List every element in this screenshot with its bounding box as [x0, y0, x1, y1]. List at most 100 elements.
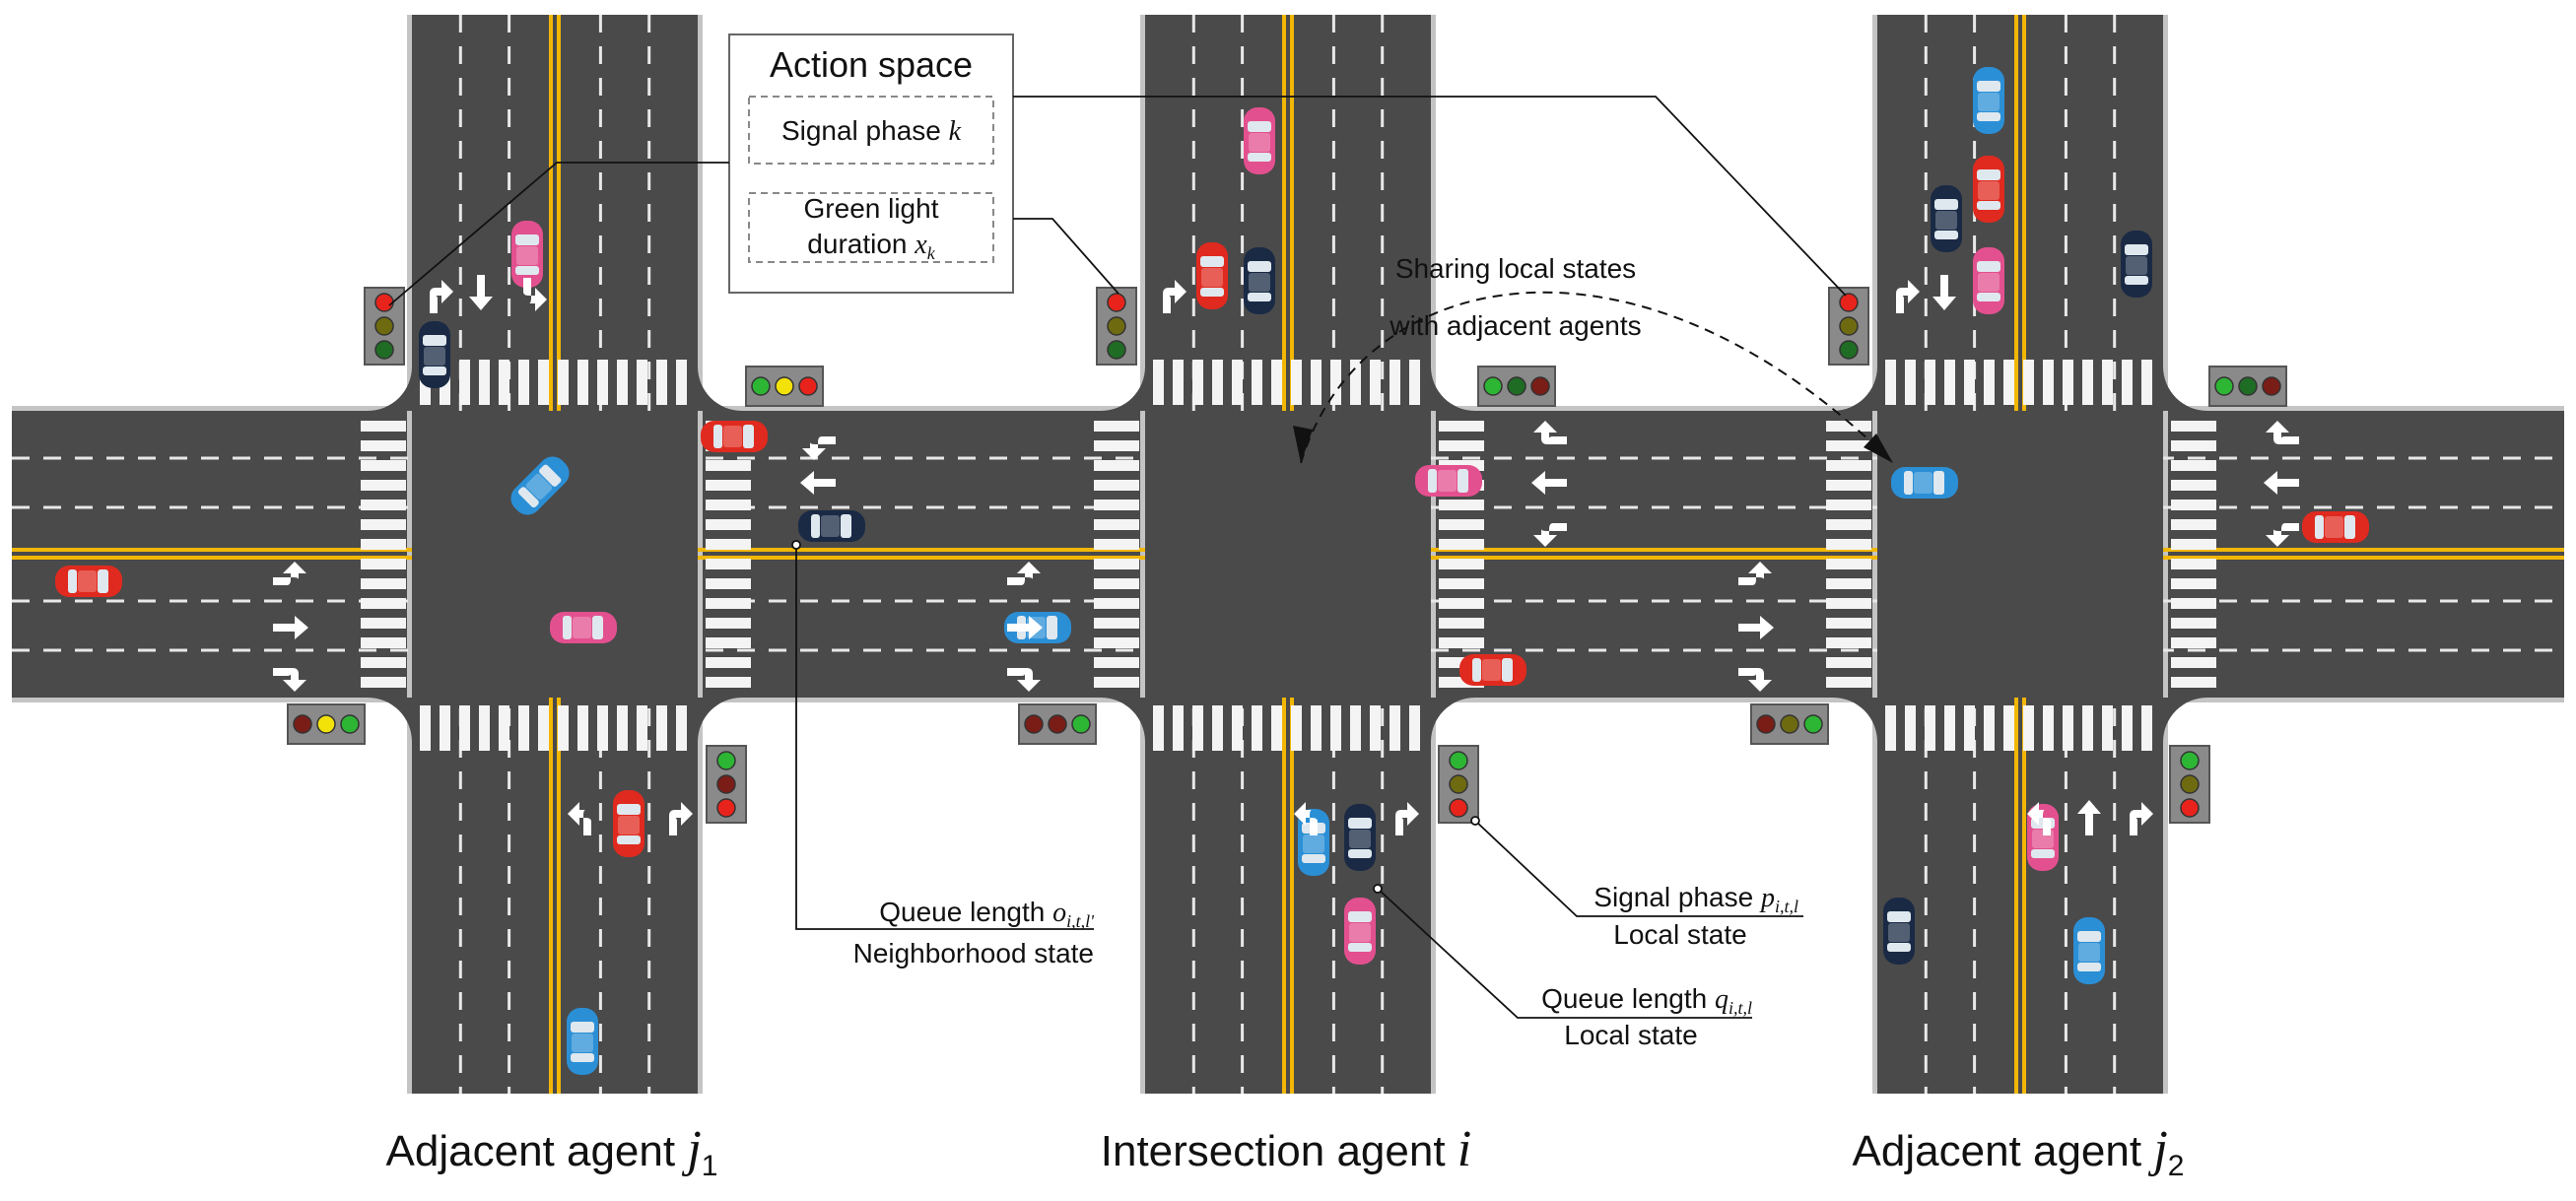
connector-to-center-light [1013, 218, 1119, 295]
crosswalk-stripe [1094, 539, 1139, 550]
car [55, 566, 122, 597]
lane-arrow [1007, 616, 1043, 639]
crosswalk-stripe [361, 578, 406, 589]
crosswalk-stripe [1212, 705, 1223, 751]
agent-caption-i: Intersection agent i [1101, 1121, 1471, 1177]
lane-arrow [2266, 421, 2299, 444]
traffic-light [287, 703, 366, 745]
car [1891, 467, 1958, 499]
lane-arrow [1533, 421, 1567, 444]
crosswalk-stripe [2082, 705, 2093, 751]
crosswalk-stripe [2171, 657, 2216, 668]
crosswalk-stripe [459, 360, 470, 405]
crosswalk-stripe [361, 500, 406, 510]
car [1883, 898, 1915, 965]
crosswalk-stripe [706, 559, 751, 569]
crosswalk-stripe [558, 360, 569, 405]
car [2121, 231, 2152, 298]
lane-arrow [568, 802, 591, 835]
crosswalk-stripe [2023, 705, 2034, 751]
lane-arrow [1738, 616, 1774, 639]
crosswalk-stripe [1826, 421, 1871, 432]
crosswalk-stripe [558, 705, 569, 751]
crosswalk-stripe [1885, 360, 1896, 405]
crosswalk-stripe [459, 705, 470, 751]
car [1298, 809, 1329, 876]
crosswalk-stripe [706, 637, 751, 648]
crosswalk-stripe [1271, 705, 1282, 751]
crosswalk-stripe [617, 705, 628, 751]
crosswalk-stripe [1439, 440, 1484, 451]
crosswalk-stripe [656, 705, 667, 751]
crosswalk-stripe [706, 460, 751, 471]
crosswalk-stripe [479, 360, 490, 405]
crosswalk-stripe [1094, 500, 1139, 510]
crosswalk-stripe [1409, 705, 1420, 751]
crosswalk-stripe [1826, 559, 1871, 569]
crosswalk-stripe [2043, 705, 2054, 751]
lane-arrow [1531, 471, 1567, 495]
crosswalk-stripe [1439, 559, 1484, 569]
car [2073, 917, 2105, 984]
intersection-i [1145, 411, 1431, 698]
lane-arrow [2264, 471, 2299, 495]
car [511, 221, 543, 288]
car [1244, 107, 1275, 174]
crosswalk-stripe [479, 705, 490, 751]
crosswalk-stripe [1153, 705, 1164, 751]
agent-caption-j1: Adjacent agent j1 [386, 1121, 718, 1182]
crosswalk-stripe [1173, 360, 1184, 405]
crosswalk-stripe [361, 539, 406, 550]
traffic-light [1750, 703, 1829, 745]
action-space-box: Action space Signal phase k Green light … [728, 33, 1014, 294]
crosswalk-stripe [577, 705, 588, 751]
crosswalk-stripe [2043, 360, 2054, 405]
crosswalk-stripe [706, 618, 751, 629]
crosswalk-stripe [2171, 578, 2216, 589]
lane-arrow [273, 668, 306, 692]
crosswalk-stripe [1826, 578, 1871, 589]
queue-length-local-label: Queue length qi,t,l Local state [1541, 983, 1752, 1050]
crosswalk-stripe [1173, 705, 1184, 751]
lane-arrow [523, 278, 547, 311]
crosswalk-stripe [1330, 705, 1341, 751]
crosswalk-stripe [420, 705, 431, 751]
crosswalk-stripe [676, 705, 687, 751]
crosswalk-stripe [1905, 705, 1916, 751]
lane-arrow [469, 275, 493, 310]
traffic-lights [287, 287, 2287, 824]
svg-text:Signal phase pi,t,l: Signal phase pi,t,l [1593, 882, 1798, 916]
crosswalk-stripe [2171, 677, 2216, 688]
crosswalk-stripe [2141, 360, 2152, 405]
traffic-light [2208, 366, 2287, 407]
traffic-light [745, 366, 824, 407]
crosswalk-stripe [2171, 539, 2216, 550]
car [701, 421, 768, 452]
crosswalk-stripe [1905, 360, 1916, 405]
lane-arrows [273, 275, 2299, 835]
crosswalk-stripe [361, 657, 406, 668]
svg-text:Local state: Local state [1613, 919, 1746, 950]
car [613, 790, 644, 857]
lane-arrow [273, 562, 306, 585]
crosswalk-stripe [1094, 677, 1139, 688]
crosswalk-stripe [1439, 519, 1484, 530]
crosswalk-stripe [361, 618, 406, 629]
intersection-j2 [1877, 411, 2163, 698]
crosswalk-stripe [1094, 637, 1139, 648]
crosswalk-stripe [499, 360, 509, 405]
crosswalk-stripe [1094, 460, 1139, 471]
crosswalk-stripe [1944, 705, 1955, 751]
crosswalk-stripe [1826, 519, 1871, 530]
lane-arrow [1007, 562, 1041, 585]
crosswalk-stripe [577, 360, 588, 405]
lane-arrow [669, 802, 693, 835]
crosswalk-stripe [1964, 705, 1975, 751]
signal-phase-k-label: Signal phase k [781, 115, 962, 147]
car [1973, 67, 2004, 134]
car [1973, 247, 2004, 314]
crosswalk-stripe [1153, 360, 1164, 405]
crosswalk-stripe [706, 657, 751, 668]
crosswalk-stripe [1370, 360, 1381, 405]
crosswalk-stripe [1439, 618, 1484, 629]
